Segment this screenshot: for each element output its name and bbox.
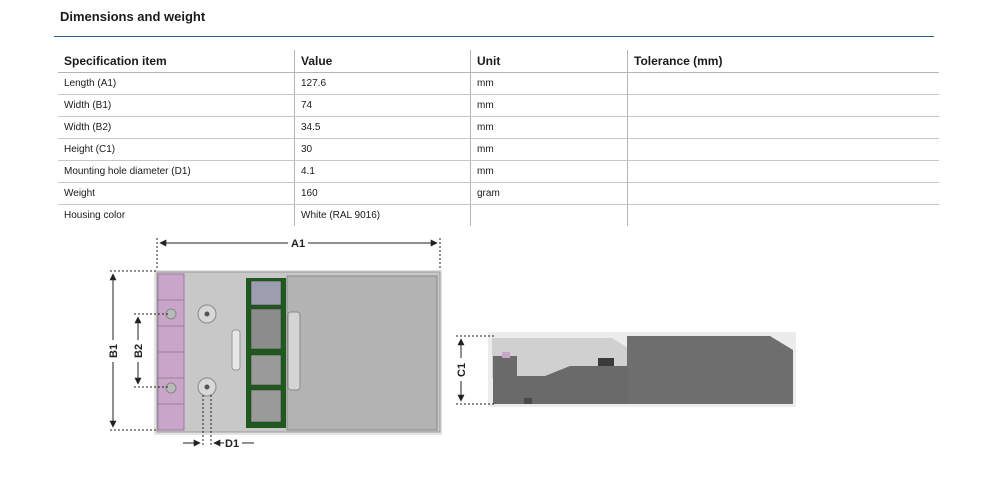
cell-unit: mm bbox=[470, 160, 628, 183]
dimension-b1: B1 bbox=[108, 270, 156, 431]
header-spec-item: Specification item bbox=[58, 50, 295, 73]
cell-item: Housing color bbox=[64, 210, 126, 221]
dimension-d1: D1 bbox=[183, 395, 254, 450]
cell-tolerance bbox=[627, 204, 939, 226]
cell-item: Height (C1) bbox=[58, 138, 295, 161]
section-title: Dimensions and weight bbox=[60, 9, 206, 24]
cell-unit: gram bbox=[470, 182, 628, 205]
cell-value: White (RAL 9016) bbox=[294, 204, 471, 226]
side-body bbox=[627, 336, 793, 404]
top-view bbox=[154, 270, 442, 435]
table-row: Width (B2) 34.5 mm bbox=[58, 116, 939, 139]
cell-value: 127.6 bbox=[294, 72, 471, 95]
label-c1: C1 bbox=[456, 363, 468, 377]
cell-unit bbox=[470, 204, 628, 226]
label-b1: B1 bbox=[108, 344, 120, 358]
dimension-b2: B2 bbox=[133, 313, 168, 388]
cell-tolerance bbox=[627, 138, 939, 161]
cell-value: 30 bbox=[294, 138, 471, 161]
label-d1: D1 bbox=[225, 438, 239, 450]
cell-item: Weight bbox=[58, 182, 295, 205]
housing-cover bbox=[286, 275, 438, 431]
cell-item: Width (B1) bbox=[58, 94, 295, 117]
cell-tolerance bbox=[627, 116, 939, 139]
cell-value: 34.5 bbox=[294, 116, 471, 139]
cell-unit: mm bbox=[470, 116, 628, 139]
cell-unit: mm bbox=[470, 94, 628, 117]
table-row: Weight 160 gram bbox=[58, 182, 939, 205]
title-divider bbox=[54, 36, 934, 37]
table-row: Length (A1) 127.6 mm bbox=[58, 72, 939, 95]
cell-item: Length (A1) bbox=[58, 72, 295, 95]
header-tolerance: Tolerance (mm) bbox=[627, 50, 939, 73]
side-view bbox=[488, 332, 796, 407]
table-row: Mounting hole diameter (D1) 4.1 mm bbox=[58, 160, 939, 183]
header-value: Value bbox=[294, 50, 471, 73]
cell-unit: mm bbox=[470, 138, 628, 161]
table-row: Height (C1) 30 mm bbox=[58, 138, 939, 161]
cell-tolerance bbox=[627, 182, 939, 205]
dimension-a1: A1 bbox=[156, 238, 441, 270]
cell-value: 74 bbox=[294, 94, 471, 117]
dimension-c1: C1 bbox=[456, 335, 495, 405]
cell-item: Mounting hole diameter (D1) bbox=[58, 160, 295, 183]
cell-value: 4.1 bbox=[294, 160, 471, 183]
cell-value: 160 bbox=[294, 182, 471, 205]
header-unit: Unit bbox=[470, 50, 628, 73]
cell-tolerance bbox=[627, 72, 939, 95]
cell-unit: mm bbox=[470, 72, 628, 95]
cell-tolerance bbox=[627, 160, 939, 183]
cell-item: Width (B2) bbox=[58, 116, 295, 139]
label-a1: A1 bbox=[291, 238, 305, 250]
table-row: Housing color White (RAL 9016) bbox=[58, 204, 939, 226]
table-header-row: Specification item Value Unit Tolerance … bbox=[58, 50, 939, 73]
spec-table: Specification item Value Unit Tolerance … bbox=[58, 50, 939, 226]
table-row: Width (B1) 74 mm bbox=[58, 94, 939, 117]
label-b2: B2 bbox=[133, 344, 145, 358]
cell-tolerance bbox=[627, 94, 939, 117]
